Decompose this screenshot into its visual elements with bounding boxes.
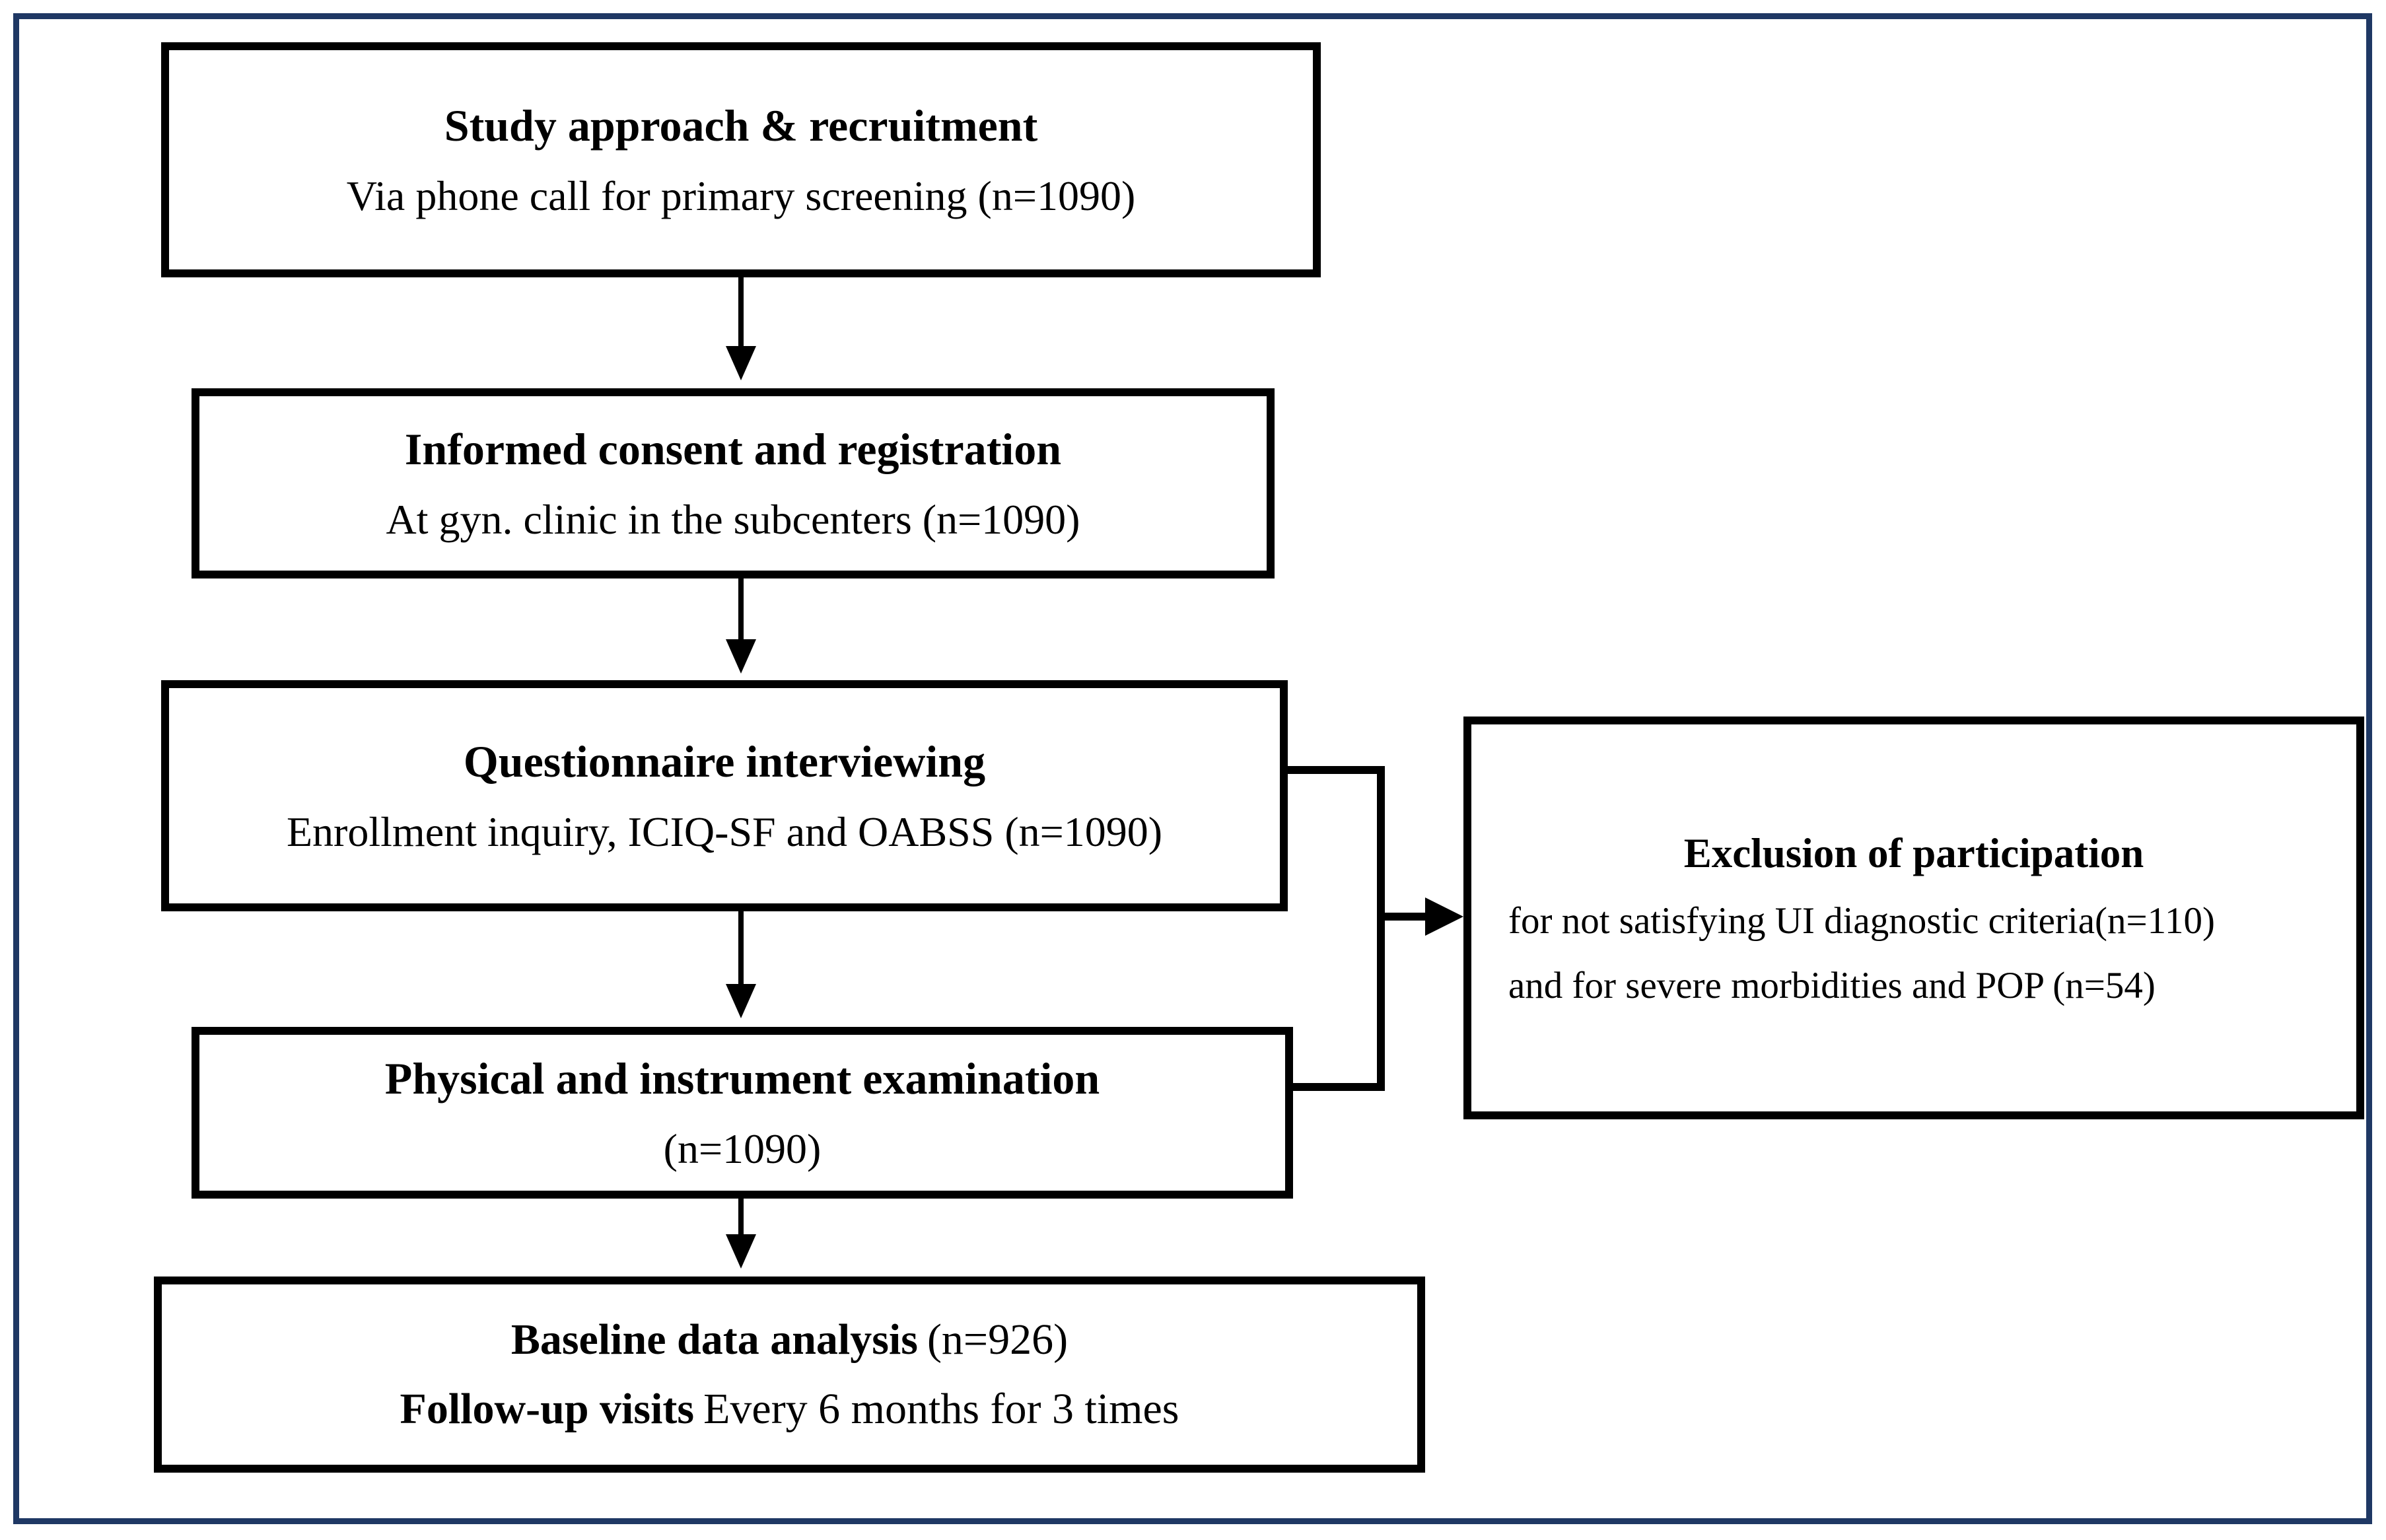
box-study-approach-subtitle: Via phone call for primary screening (n=… [346, 172, 1136, 220]
box-informed-consent-subtitle: At gyn. clinic in the subcenters (n=1090… [386, 496, 1080, 543]
baseline-analysis-label: Baseline data analysis [510, 1315, 918, 1364]
box-questionnaire-interviewing-title: Questionnaire interviewing [463, 736, 986, 787]
arrow-recruitment-to-consent-shaft [738, 277, 744, 349]
box-informed-consent: Informed consent and registration At gyn… [192, 388, 1275, 578]
exclusion-arrow-head [1425, 897, 1463, 936]
box-exclusion: Exclusion of participation for not satis… [1463, 717, 2364, 1119]
connector-top-leg [1281, 766, 1385, 774]
box-exclusion-title: Exclusion of participation [1683, 829, 2144, 876]
box-baseline-analysis: Baseline data analysis(n=926) Follow-up … [154, 1277, 1425, 1473]
arrow-consent-to-questionnaire-shaft [738, 578, 744, 642]
box-questionnaire-interviewing-subtitle: Enrollment inquiry, ICIQ-SF and OABSS (n… [286, 808, 1163, 856]
box-informed-consent-title: Informed consent and registration [404, 424, 1062, 475]
arrow-examination-to-baseline-shaft [738, 1199, 744, 1237]
box-questionnaire-interviewing: Questionnaire interviewing Enrollment in… [161, 680, 1288, 911]
connector-bottom-leg [1286, 1083, 1385, 1091]
connector-vertical [1377, 766, 1385, 1091]
box-physical-examination: Physical and instrument examination (n=1… [192, 1027, 1293, 1199]
arrow-questionnaire-to-examination-shaft [738, 911, 744, 987]
follow-up-visits-schedule: Every 6 months for 3 times [703, 1384, 1179, 1433]
arrow-consent-to-questionnaire-head [726, 639, 756, 674]
exclusion-arrow-shaft [1377, 913, 1430, 921]
box-physical-examination-title: Physical and instrument examination [384, 1053, 1100, 1104]
arrow-examination-to-baseline-head [726, 1234, 756, 1269]
box-exclusion-line1: for not satisfying UI diagnostic criteri… [1508, 900, 2216, 942]
arrow-questionnaire-to-examination-head [726, 984, 756, 1018]
outer-frame [13, 13, 2372, 1524]
box-study-approach: Study approach & recruitment Via phone c… [161, 42, 1321, 277]
follow-up-visits-label: Follow-up visits [400, 1384, 695, 1433]
box-physical-examination-subtitle: (n=1090) [663, 1125, 822, 1173]
arrow-recruitment-to-consent-head [726, 346, 756, 380]
box-exclusion-line2: and for severe morbidities and POP (n=54… [1508, 965, 2156, 1007]
baseline-analysis-count: (n=926) [927, 1315, 1069, 1364]
baseline-analysis-line: Baseline data analysis(n=926) [511, 1306, 1068, 1374]
box-study-approach-title: Study approach & recruitment [444, 100, 1038, 151]
